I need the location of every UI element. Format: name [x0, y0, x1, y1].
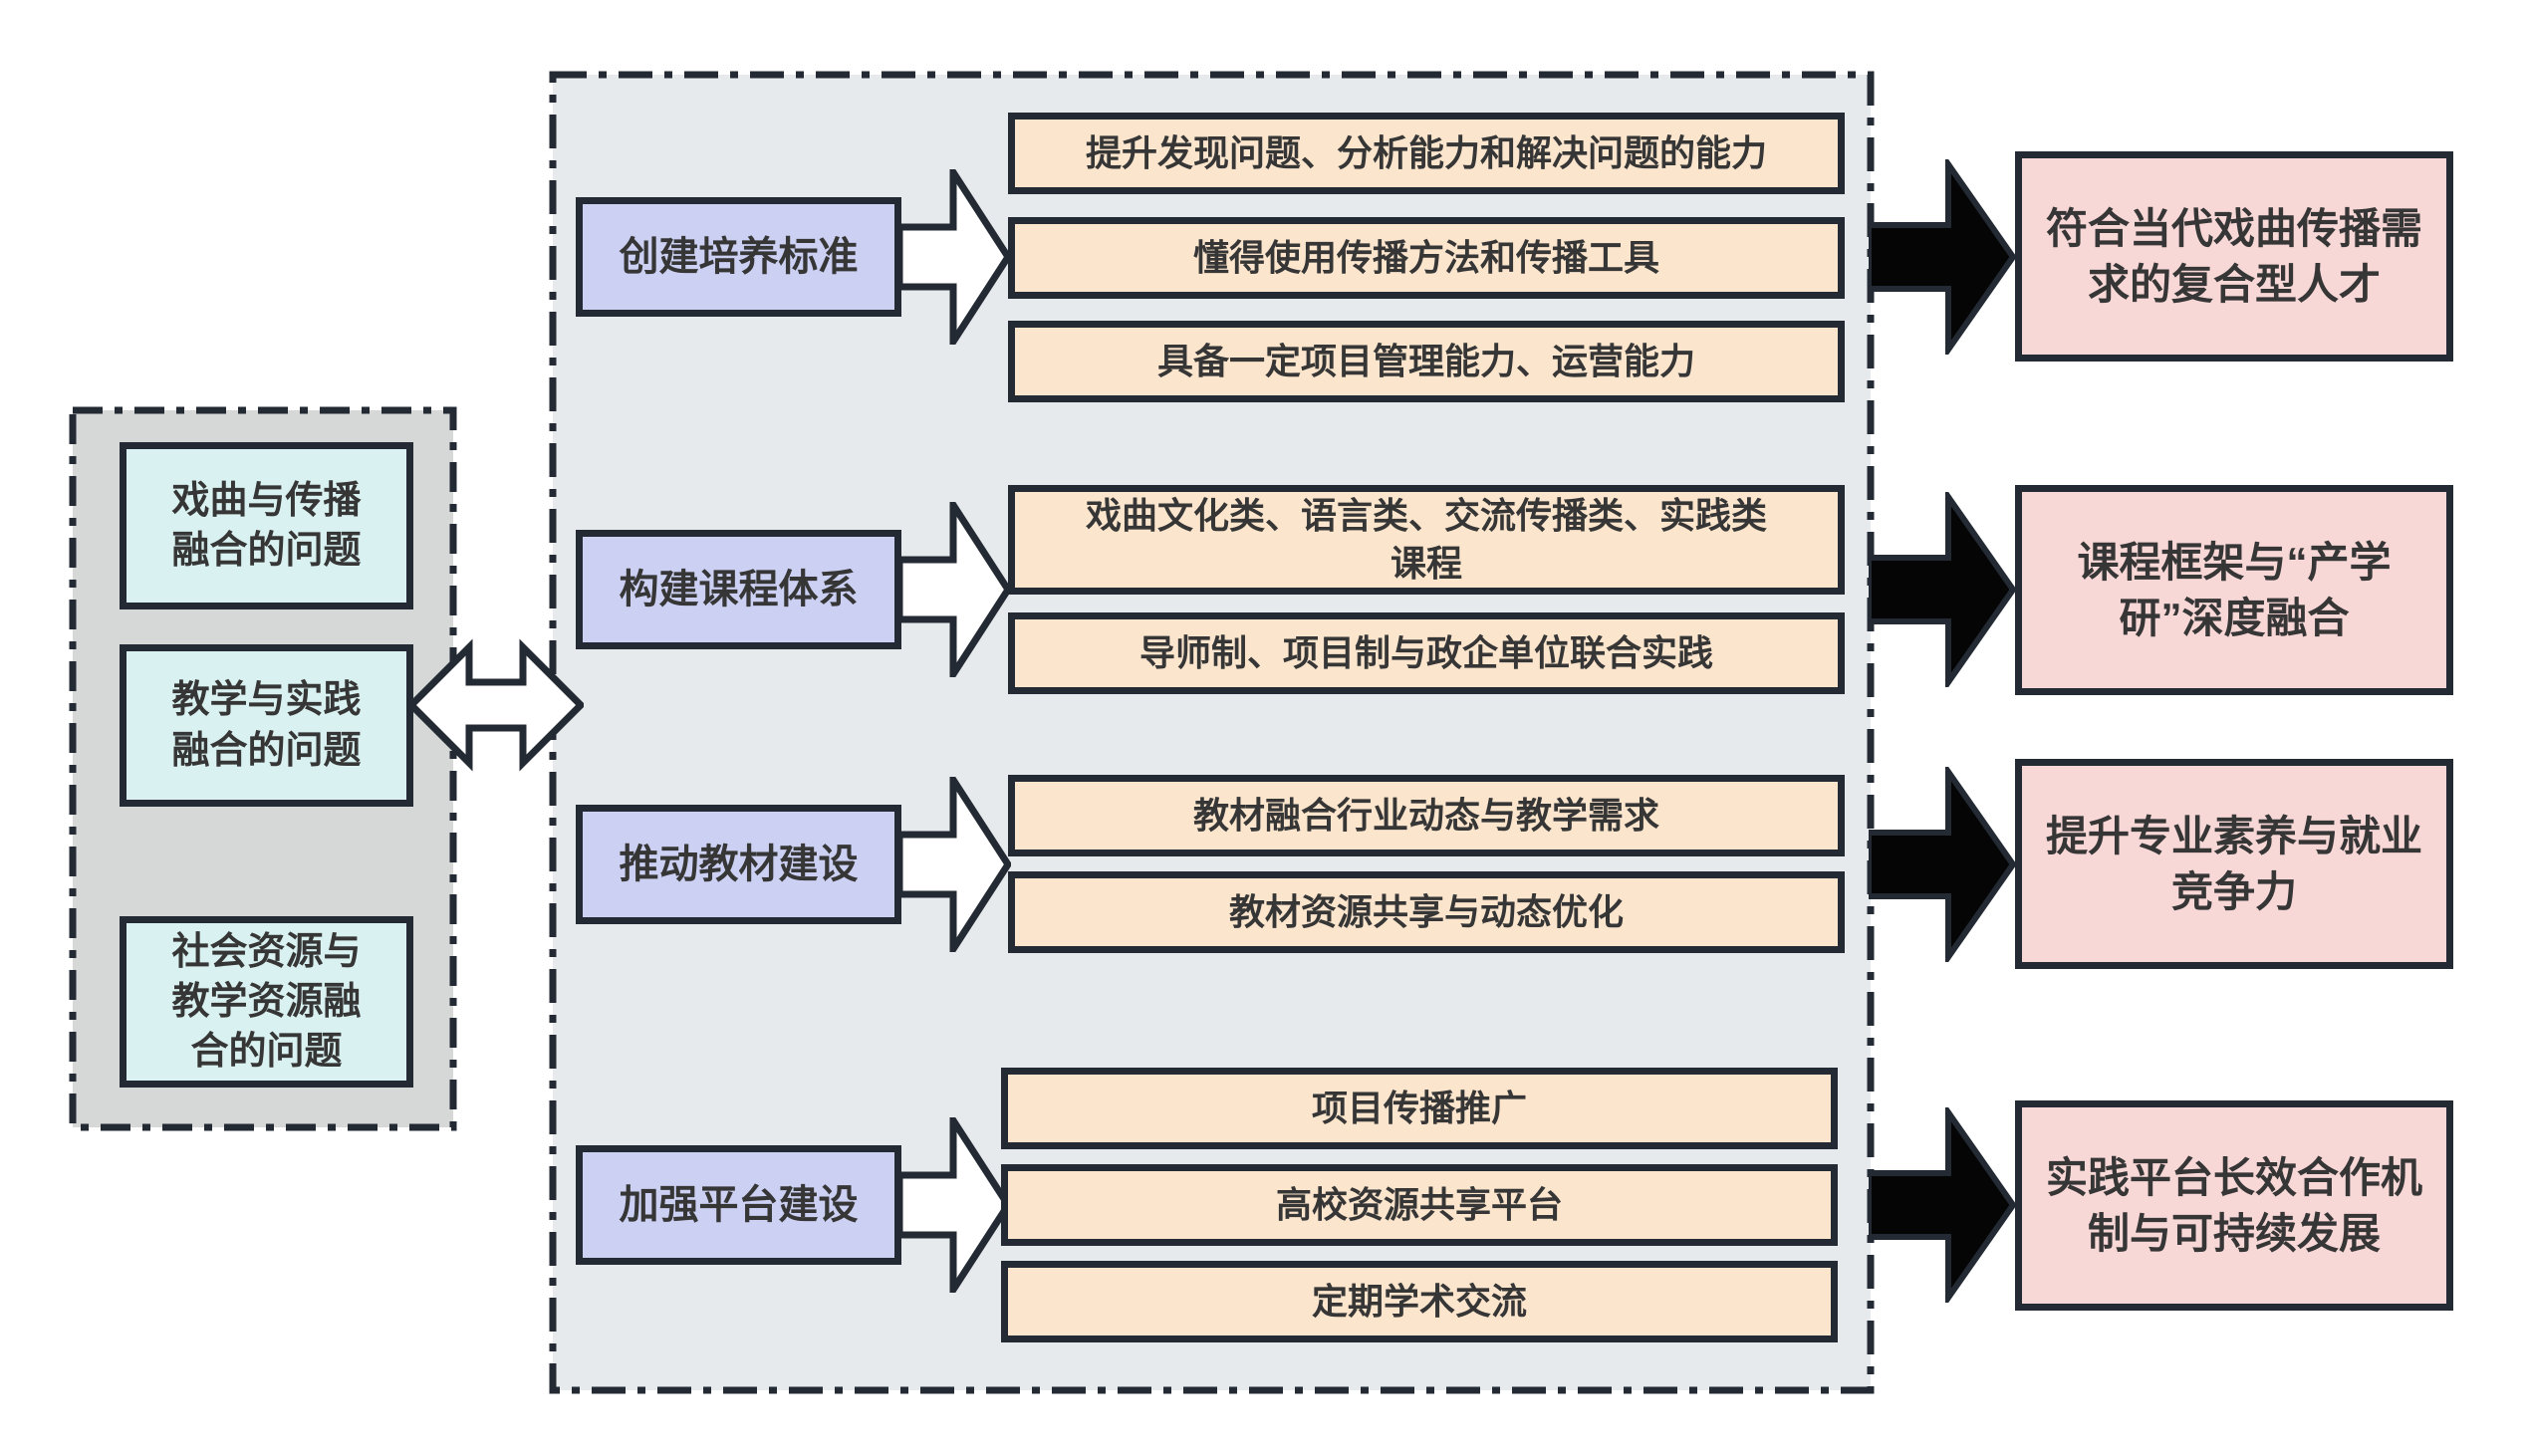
measure-box: 项目传播推广 [1001, 1068, 1838, 1149]
outcome-box-sustainable-growth: 实践平台长效合作机 制与可持续发展 [2015, 1100, 2453, 1311]
outcome-box-composite-talent: 符合当代戏曲传播需 求的复合型人才 [2015, 151, 2453, 362]
right-arrow-icon [899, 1117, 1011, 1293]
category-box-curriculum-system: 构建课程体系 [576, 530, 901, 649]
category-box-training-standards: 创建培养标准 [576, 197, 901, 317]
category-box-platform-building: 加强平台建设 [576, 1145, 901, 1265]
measure-box: 懂得使用传播方法和传播工具 [1008, 217, 1845, 299]
black-arrow-icon [1869, 492, 2016, 687]
problem-box-opera-communication: 戏曲与传播 融合的问题 [120, 442, 413, 609]
measure-box: 高校资源共享平台 [1001, 1164, 1838, 1246]
problem-box-teaching-practice: 教学与实践 融合的问题 [120, 644, 413, 807]
bidirectional-arrow-icon [408, 638, 584, 772]
outcome-box-deep-integration: 课程框架与“产学 研”深度融合 [2015, 485, 2453, 695]
outcome-box-competitiveness: 提升专业素养与就业 竞争力 [2015, 759, 2453, 969]
category-box-teaching-materials: 推动教材建设 [576, 805, 901, 924]
right-arrow-icon [899, 502, 1011, 677]
measure-box: 教材资源共享与动态优化 [1008, 871, 1845, 953]
black-arrow-icon [1869, 159, 2016, 355]
measure-box: 定期学术交流 [1001, 1261, 1838, 1342]
measure-box: 具备一定项目管理能力、运营能力 [1008, 321, 1845, 402]
black-arrow-icon [1869, 1107, 2016, 1303]
measure-box: 戏曲文化类、语言类、交流传播类、实践类 课程 [1008, 485, 1845, 595]
measure-box: 导师制、项目制与政企单位联合实践 [1008, 612, 1845, 694]
right-arrow-icon [899, 777, 1011, 952]
measure-box: 教材融合行业动态与教学需求 [1008, 775, 1845, 856]
black-arrow-icon [1869, 767, 2016, 962]
right-arrow-icon [899, 169, 1011, 345]
problem-box-social-resources: 社会资源与 教学资源融 合的问题 [120, 916, 413, 1088]
measure-box: 提升发现问题、分析能力和解决问题的能力 [1008, 113, 1845, 194]
